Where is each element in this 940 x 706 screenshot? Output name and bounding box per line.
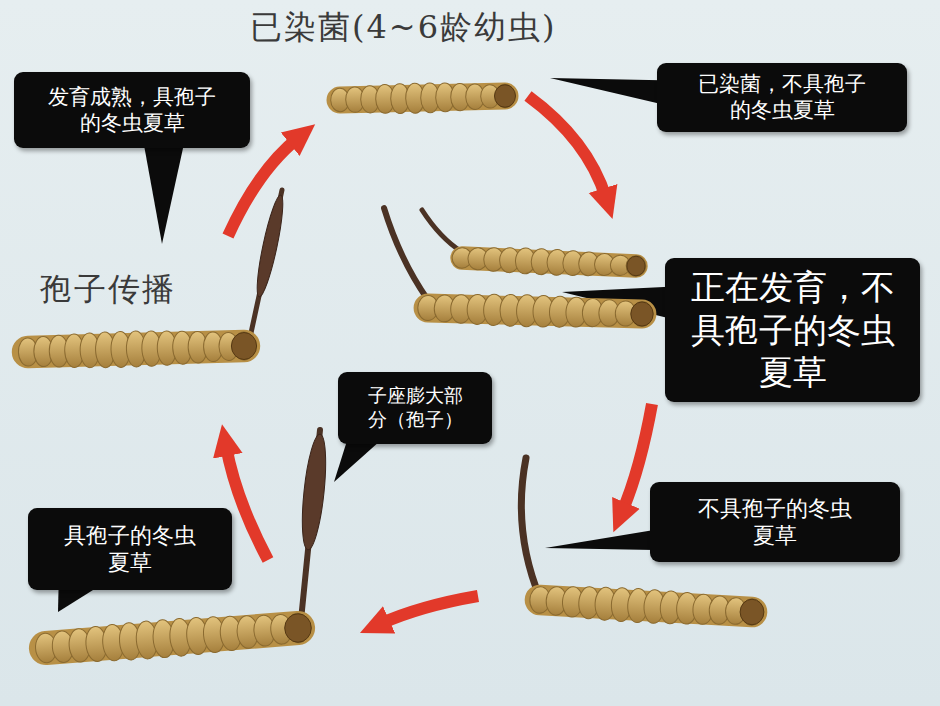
- fungal-stalk: [384, 208, 428, 300]
- cycle-arrow: [228, 138, 298, 236]
- callout-box: 不具孢子的冬虫夏草: [650, 482, 900, 562]
- caterpillar-head: [495, 85, 516, 108]
- fungal-stalk: [521, 458, 540, 598]
- callout-box: 已染菌，不具孢子的冬虫夏草: [657, 63, 907, 132]
- callout-text: 发育成熟，具孢子的冬虫夏草: [44, 84, 220, 137]
- cycle-arrow: [622, 404, 652, 512]
- caterpillar-head: [631, 302, 653, 326]
- callout-pointer: [144, 144, 184, 244]
- callout-content: 不具孢子的冬虫夏草: [695, 495, 855, 550]
- cycle-arrow: [528, 96, 606, 198]
- callout-content: 已染菌，不具孢子的冬虫夏草: [697, 71, 867, 124]
- caterpillar-head: [285, 614, 312, 643]
- callout-text: 正在发育，不具孢子的冬虫夏草: [685, 266, 900, 394]
- callout-content: 发育成熟，具孢子的冬虫夏草: [44, 84, 220, 137]
- stroma-spore-head: [298, 433, 330, 550]
- caterpillar: [529, 586, 764, 626]
- callout-box: 正在发育，不具孢子的冬虫夏草: [665, 258, 920, 402]
- callout-text: 不具孢子的冬虫夏草: [695, 495, 855, 550]
- caterpillar: [34, 612, 311, 663]
- callout-text: 子座膨大部分（孢子）: [363, 384, 467, 432]
- caterpillar-head: [627, 256, 645, 276]
- caterpillar: [330, 83, 515, 114]
- callout-pointer: [545, 530, 654, 550]
- callout-box: 发育成熟，具孢子的冬虫夏草: [14, 72, 250, 148]
- caterpillar: [452, 247, 647, 276]
- caterpillar-segment: [626, 255, 647, 276]
- callout-content: 子座膨大部分（孢子）: [363, 384, 467, 432]
- caterpillar-segment: [631, 301, 652, 327]
- caterpillar-segment: [495, 84, 514, 108]
- callout-content: 正在发育，不具孢子的冬虫夏草: [685, 266, 900, 394]
- callout-pointer: [334, 440, 381, 482]
- cycle-arrow: [226, 446, 268, 560]
- stage-label: 孢子传播: [40, 268, 176, 312]
- cycle-arrow: [380, 596, 478, 624]
- callout-box: 子座膨大部分（孢子）: [338, 372, 492, 444]
- caterpillar-head: [740, 599, 764, 625]
- callout-box: 具孢子的冬虫夏草: [28, 508, 232, 590]
- caterpillar: [417, 294, 653, 327]
- callout-pointer: [550, 78, 661, 104]
- callout-content: 具孢子的冬虫夏草: [62, 522, 198, 577]
- caterpillar-head: [231, 333, 256, 360]
- stroma-spore-head: [252, 194, 287, 299]
- callout-text: 具孢子的冬虫夏草: [62, 522, 198, 577]
- caterpillar: [18, 331, 257, 368]
- callout-text: 已染菌，不具孢子的冬虫夏草: [697, 71, 867, 124]
- stage-label: 已染菌(4~6龄幼虫): [250, 6, 557, 50]
- fungal-stalk: [422, 210, 462, 252]
